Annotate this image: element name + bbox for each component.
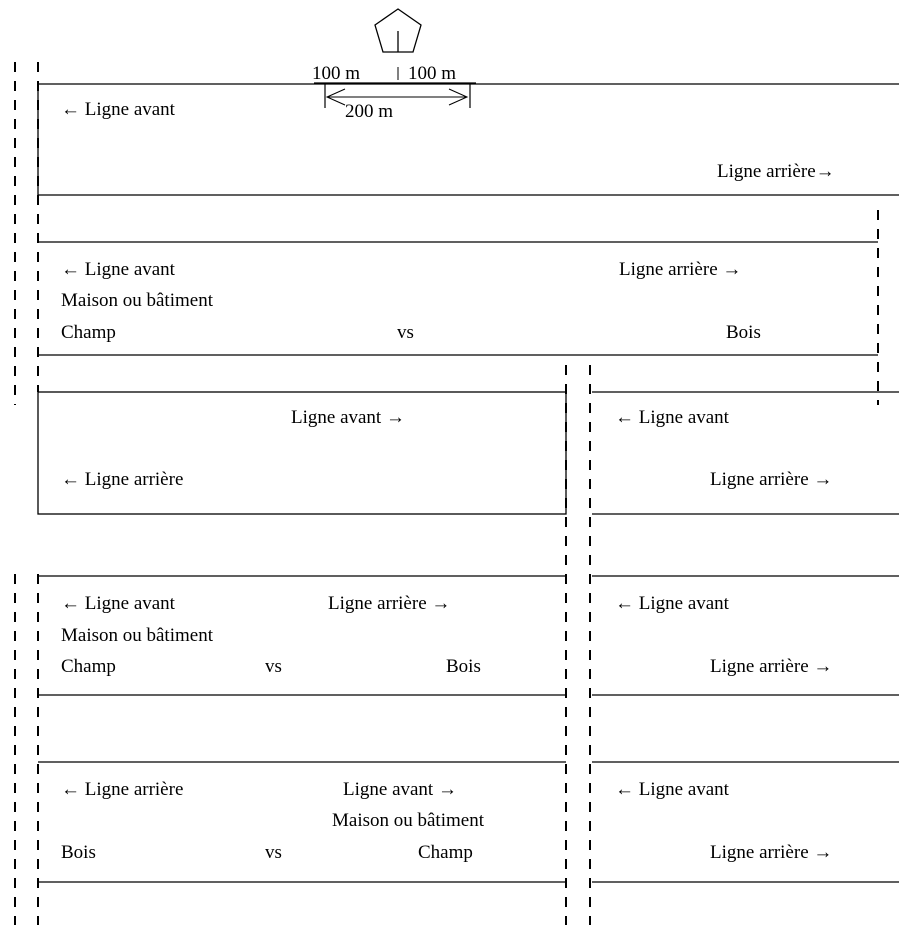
pentagon-icon <box>374 8 422 53</box>
front-line-label: ← Ligne avant <box>615 407 729 428</box>
rear-line-label: Ligne arrière → <box>328 593 451 614</box>
distance-label-right: 100 m <box>408 63 457 84</box>
front-line-label: ← Ligne avant <box>615 593 729 614</box>
woods-label: Bois <box>726 322 761 343</box>
rear-line-label: ← Ligne arrière <box>61 469 184 490</box>
rear-line-label: Ligne arrière → <box>710 469 833 490</box>
box-3-right <box>592 391 899 515</box>
front-line-label: ← Ligne avant <box>61 259 175 280</box>
house-label: Maison ou bâtiment <box>61 290 213 311</box>
rear-line-label: Ligne arrière → <box>710 842 833 863</box>
house-label: Maison ou bâtiment <box>61 625 213 646</box>
box-2 <box>38 241 878 356</box>
house-label: Maison ou bâtiment <box>332 810 484 831</box>
distance-span-label: 200 m <box>345 101 394 122</box>
rear-line-label: Ligne arrière → <box>619 259 742 280</box>
field-label: Champ <box>61 322 116 343</box>
front-line-label: ← Ligne avant <box>61 593 175 614</box>
front-line-label: Ligne avant → <box>343 779 457 800</box>
box-3-left <box>37 391 567 515</box>
field-label: Champ <box>61 656 116 677</box>
dashed-boundary-lines <box>14 62 879 925</box>
field-label: Champ <box>418 842 473 863</box>
box-5-left <box>38 761 566 883</box>
distance-measurement <box>314 67 476 108</box>
box-5-right <box>592 761 899 883</box>
versus-label: vs <box>397 322 414 343</box>
rear-line-label: Ligne arrière→ <box>717 161 835 182</box>
distance-label-left: 100 m <box>312 63 361 84</box>
woods-label: Bois <box>446 656 481 677</box>
front-line-label: ← Ligne avant <box>61 99 175 120</box>
rear-line-label: ← Ligne arrière <box>61 779 184 800</box>
woods-label: Bois <box>61 842 96 863</box>
box-4-left <box>38 575 566 696</box>
box-4-right <box>592 575 899 696</box>
versus-label: vs <box>265 842 282 863</box>
front-line-label: Ligne avant → <box>291 407 405 428</box>
versus-label: vs <box>265 656 282 677</box>
rear-line-label: Ligne arrière → <box>710 656 833 677</box>
front-line-label: ← Ligne avant <box>615 779 729 800</box>
